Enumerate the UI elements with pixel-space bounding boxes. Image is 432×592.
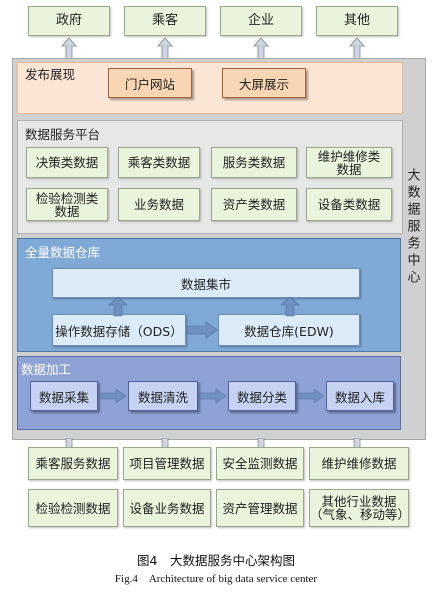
processing-title: 数据加工	[21, 362, 72, 377]
publish-section	[17, 62, 403, 114]
big-screen-display: 大屏展示	[222, 68, 306, 98]
source-box: 其他行业数据 （气象、移动等）	[309, 489, 410, 527]
top-box-passenger: 乘客	[124, 6, 206, 36]
step-store: 数据入库	[326, 381, 394, 411]
source-box: 维护维修数据	[309, 447, 409, 480]
platform-item: 服务类数据	[211, 147, 297, 178]
platform-item: 维护维修类 数据	[306, 147, 392, 178]
top-box-government: 政府	[28, 6, 110, 36]
source-box: 安全监测数据	[216, 447, 304, 480]
up-arrow-icon	[61, 37, 77, 61]
step-collect: 数据采集	[30, 381, 98, 411]
source-box: 设备业务数据	[123, 489, 211, 527]
source-box: 项目管理数据	[123, 447, 211, 480]
data-mart: 数据集市	[52, 268, 360, 298]
up-arrow-icon	[280, 296, 300, 317]
up-arrow-icon	[349, 37, 365, 61]
source-box: 检验检测数据	[28, 489, 118, 527]
source-box: 乘客服务数据	[28, 447, 118, 480]
side-label: 大数据服务中心	[403, 168, 421, 294]
warehouse-title: 全量数据仓库	[25, 245, 101, 260]
portal-website: 门户网站	[108, 68, 192, 98]
up-arrow-icon	[253, 37, 269, 61]
platform-item: 检验检测类 数据	[26, 188, 108, 221]
publish-title: 发布展现	[25, 67, 76, 82]
step-clean: 数据清洗	[128, 381, 198, 411]
right-arrow-icon	[99, 388, 127, 404]
platform-item: 决策类数据	[26, 147, 108, 178]
platform-item: 资产类数据	[211, 188, 297, 221]
ods-box: 操作数据存储（ODS）	[52, 314, 186, 346]
platform-item: 设备类数据	[306, 188, 392, 221]
processing-arrows	[99, 388, 325, 404]
figure-caption-cn: 图4 大数据服务中心架构图	[137, 553, 295, 568]
platform-title: 数据服务平台	[25, 127, 101, 142]
top-connectors	[61, 37, 365, 61]
right-arrow-icon	[186, 321, 218, 339]
top-box-enterprise: 企业	[220, 6, 302, 36]
right-arrow-icon	[297, 388, 325, 404]
bottom-connectors	[65, 438, 361, 450]
platform-item: 业务数据	[118, 188, 200, 221]
right-arrow-icon	[199, 388, 227, 404]
side-label-text: 大数据服务中心	[404, 168, 420, 287]
up-arrow-icon	[157, 37, 173, 61]
source-box: 资产管理数据	[216, 489, 304, 527]
platform-item: 乘客类数据	[118, 147, 200, 178]
edw-box: 数据仓库(EDW)	[218, 314, 360, 346]
up-arrow-icon	[108, 296, 128, 317]
ods-to-edw-arrow	[186, 321, 218, 339]
figure-caption-en: Fig.4 Architecture of big data service c…	[114, 573, 318, 585]
top-box-other: 其他	[316, 6, 398, 36]
step-classify: 数据分类	[228, 381, 296, 411]
warehouse-arrows	[108, 296, 300, 317]
